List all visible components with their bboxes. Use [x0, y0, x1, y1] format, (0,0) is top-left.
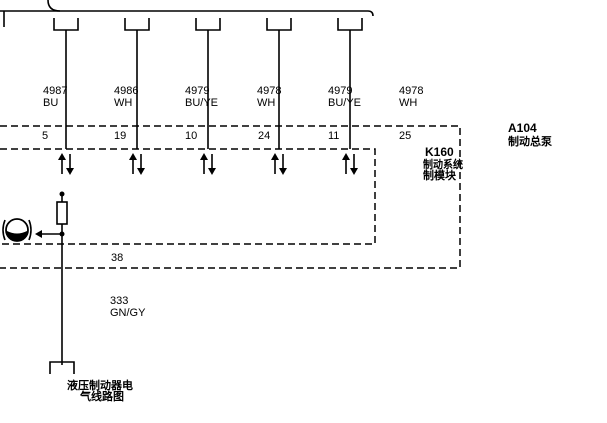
- wire-number: 4986: [114, 85, 138, 97]
- reference-line2: 气线路图: [79, 389, 124, 403]
- wire-number: 4987: [43, 85, 67, 97]
- pin-number: 11: [328, 130, 339, 142]
- bidirectional-arrow-icon: [271, 153, 287, 175]
- bidirectional-arrow-icon: [342, 153, 358, 175]
- bidirectional-arrow-icon: [129, 153, 145, 175]
- pin-number: 10: [185, 130, 197, 142]
- wire-number: 4979: [185, 85, 209, 97]
- connector-bracket-icon: [49, 361, 75, 374]
- pin-number: 24: [258, 130, 270, 142]
- k160-code: K160: [425, 145, 454, 159]
- connector-bracket-icon: [53, 18, 79, 31]
- a104-code: A104: [508, 121, 537, 135]
- a104-boundary: [0, 125, 461, 269]
- wire-color: BU/YE: [185, 97, 218, 109]
- wire-number-extra: 4978: [399, 85, 423, 97]
- top-bus-curve: [47, 0, 61, 12]
- bidirectional-arrow-icon: [58, 153, 74, 175]
- wire-color: BU/YE: [328, 97, 361, 109]
- pin-number: 19: [114, 130, 126, 142]
- wire-column-1: 4987 BU 5: [42, 18, 79, 175]
- pin-number-extra: 25: [399, 130, 411, 142]
- connector-bracket-icon: [195, 18, 221, 31]
- top-bus-line: [0, 10, 374, 17]
- bottom-wire-color: GN/GY: [110, 307, 146, 319]
- wire-color-extra: WH: [399, 97, 417, 109]
- a104-name: 制动总泵: [508, 134, 552, 148]
- wire-color: WH: [257, 97, 275, 109]
- connector-bracket-icon: [266, 18, 292, 31]
- wire-color: WH: [114, 97, 132, 109]
- wire-color: BU: [43, 97, 58, 109]
- wire-column-4: 4978 WH 24: [257, 18, 292, 175]
- k160-name-line2: 制模块: [423, 168, 457, 182]
- wire-column-5: 4979 BU/YE 11: [328, 18, 363, 175]
- ground-pin-number: 38: [111, 252, 123, 264]
- connector-bracket-icon: [124, 18, 150, 31]
- connector-bracket-icon: [337, 18, 363, 31]
- wire-column-3: 4979 BU/YE 10: [185, 18, 221, 175]
- k160-name-line1: 制动系统: [423, 157, 463, 171]
- reference-line1: 液压制动器电: [67, 378, 133, 392]
- wire-column-2: 4986 WH 19: [114, 18, 150, 175]
- bidirectional-arrow-icon: [200, 153, 216, 175]
- brake-fluid-level-sensor-icon: [2, 191, 68, 242]
- pin-number: 5: [42, 130, 48, 142]
- wire-number: 4978: [257, 85, 281, 97]
- wire-number: 4979: [328, 85, 352, 97]
- bottom-wire-number: 333: [110, 295, 128, 307]
- k160-boundary: [0, 148, 376, 245]
